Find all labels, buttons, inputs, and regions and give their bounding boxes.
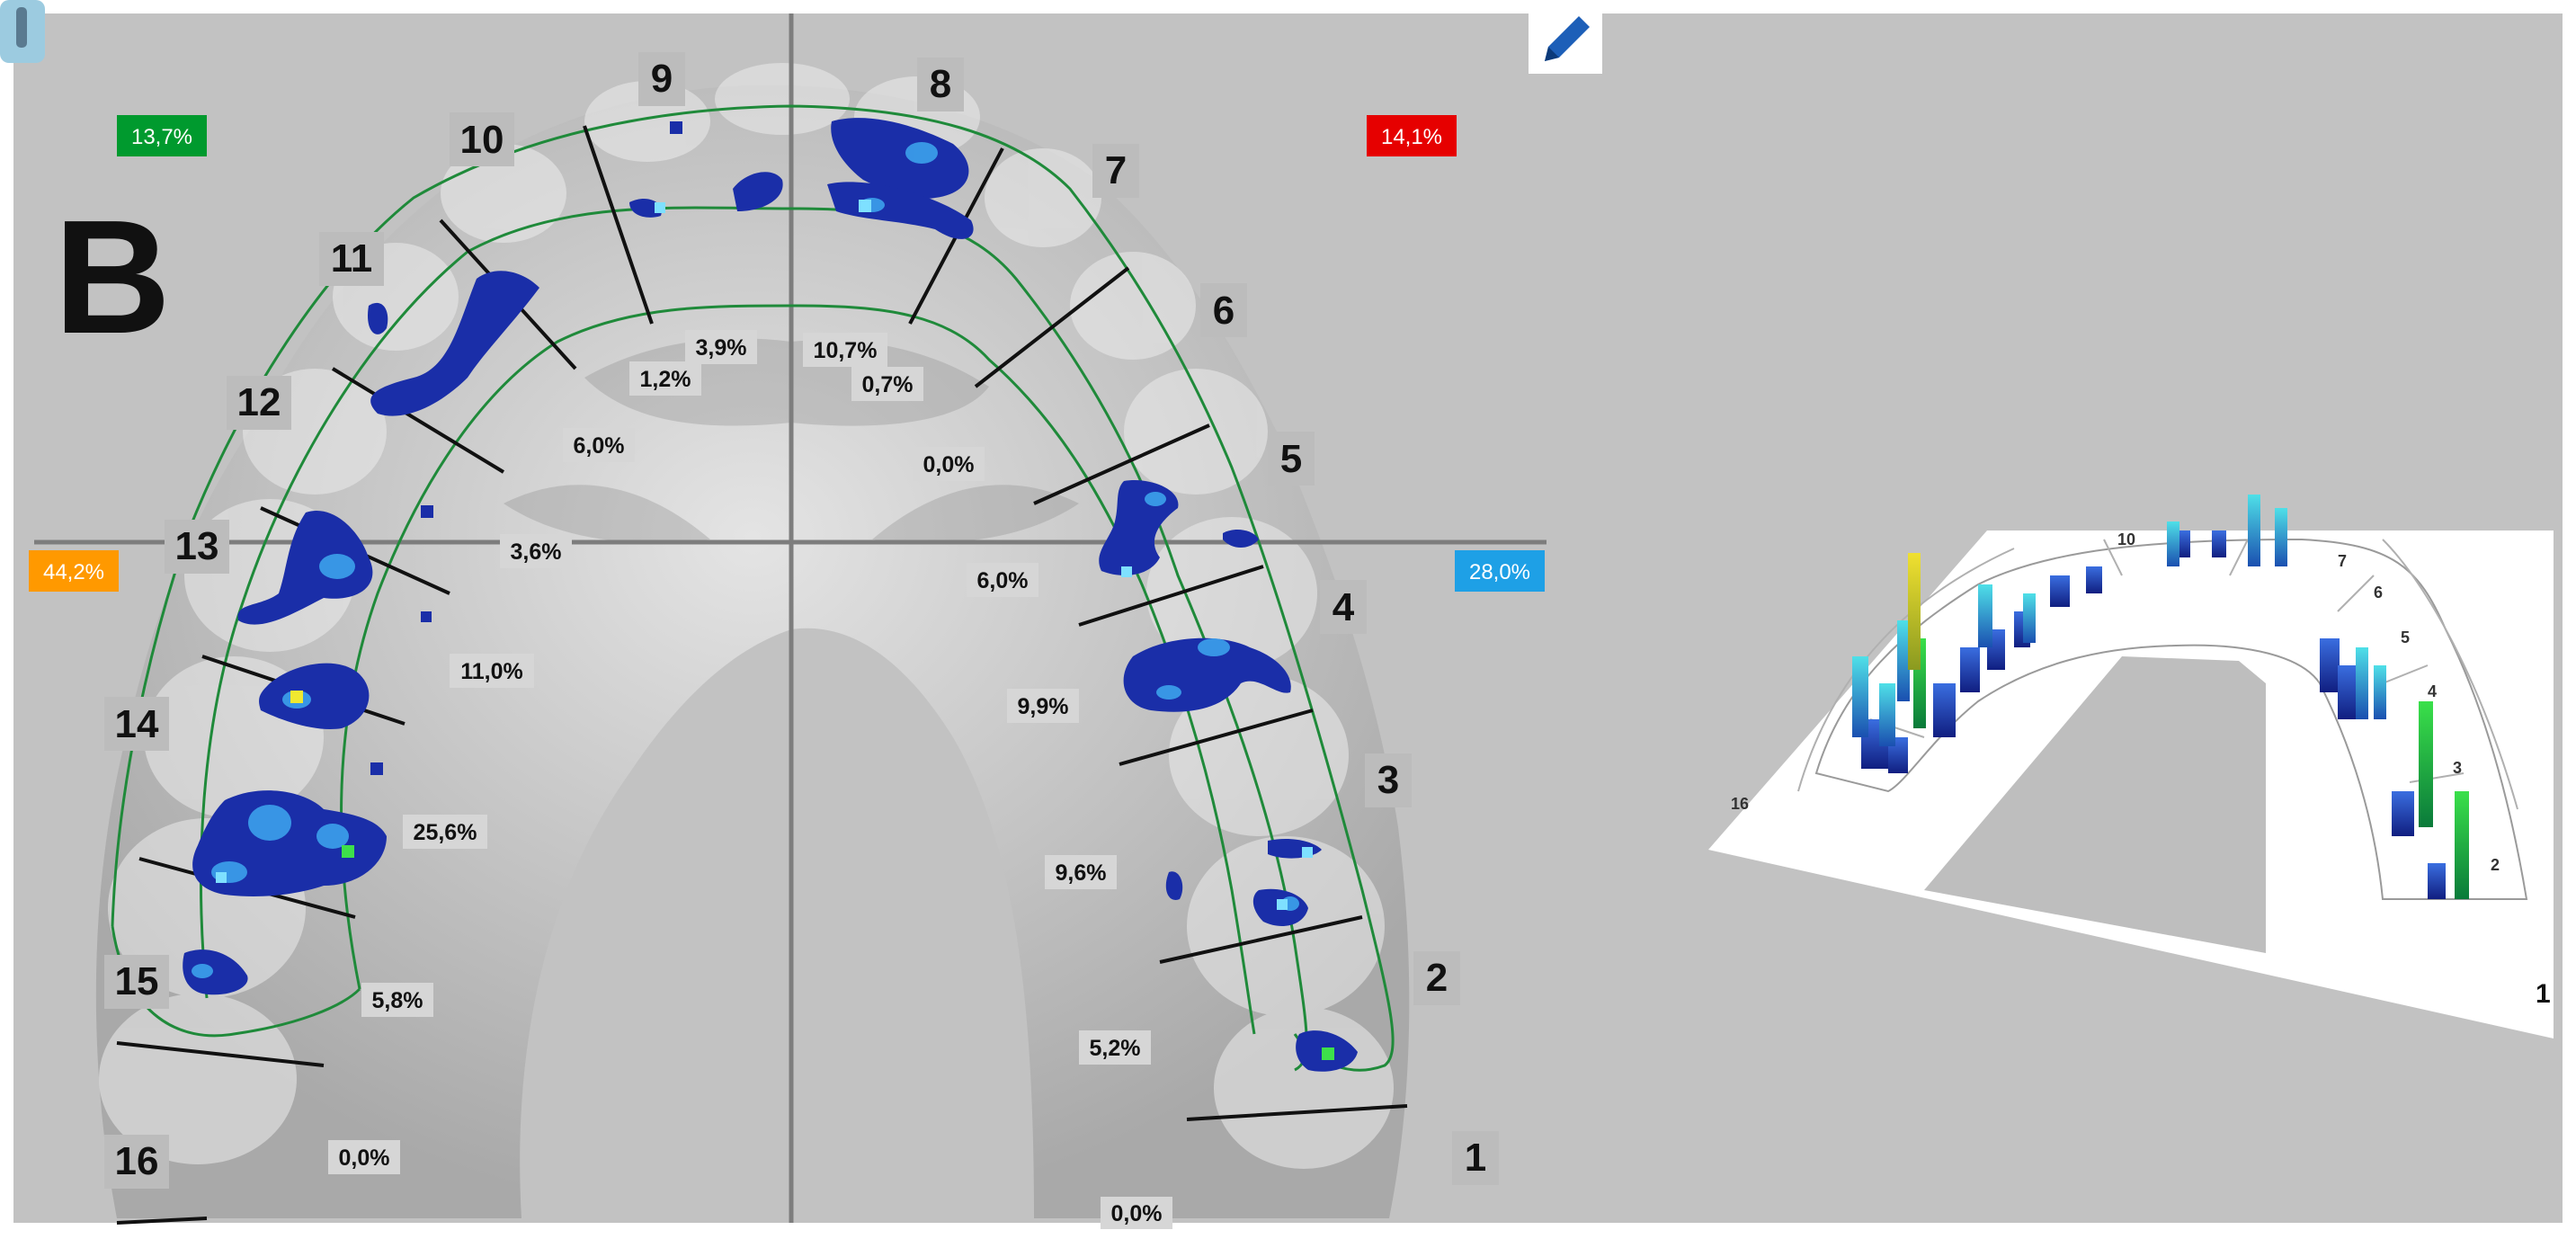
mini-tooth-label: 2 [2491, 856, 2500, 874]
percentage-label: 9,6% [1056, 860, 1107, 886]
percentage-label: 1,2% [640, 367, 691, 392]
percentage-label: 5,8% [372, 988, 423, 1013]
percentage-label: 25,6% [414, 820, 477, 845]
percentage-label: 9,9% [1018, 694, 1069, 719]
panel-letter: B [54, 187, 171, 368]
badge-text: 44,2% [43, 560, 104, 584]
mini-tooth-label: 5 [2401, 628, 2410, 646]
badge-text: 14,1% [1381, 125, 1442, 149]
tooth-number: 10 [460, 118, 504, 162]
tooth-number: 7 [1105, 148, 1127, 192]
mini-tooth-label: 7 [2338, 552, 2347, 570]
mini-tooth-label: 10 [2117, 530, 2135, 548]
badge-left: 44,2% [29, 550, 119, 592]
percentage-label: 5,2% [1090, 1036, 1141, 1061]
tooth-number: 11 [331, 236, 373, 281]
quadrant-badges: 13,7% 14,1% 44,2% 28,0% [29, 115, 1545, 592]
midline-axes [34, 13, 1546, 1223]
tooth-number: 4 [1333, 585, 1355, 629]
tooth-number: 5 [1280, 437, 1302, 481]
contact-percentages: 3,9% 10,7% 1,2% 0,7% 6,0% 0,0% 3,6% 6,0%… [328, 330, 1172, 1229]
mini-tooth-label: 1 [2536, 979, 2551, 1009]
tooth-number: 15 [115, 959, 159, 1003]
percentage-label: 10,7% [814, 338, 878, 363]
percentage-label: 0,0% [1111, 1201, 1163, 1226]
tooth-number: 13 [175, 524, 219, 568]
tooth-number: 8 [930, 62, 951, 106]
percentage-label: 3,9% [696, 335, 747, 361]
tooth-number: 14 [115, 702, 159, 746]
tooth-number: 12 [237, 380, 281, 424]
badge-text: 28,0% [1469, 560, 1530, 584]
percentage-label: 6,0% [977, 568, 1029, 593]
badge-upper-right: 14,1% [1367, 115, 1457, 156]
percentage-label: 11,0% [460, 659, 523, 684]
mini-tooth-label: 4 [2428, 682, 2437, 700]
mini-tooth-label: 16 [1731, 795, 1749, 813]
percentage-label: 0,0% [339, 1145, 390, 1171]
contact-patches [183, 118, 1358, 1072]
tooth-number: 1 [1465, 1136, 1486, 1180]
tooth-number: 2 [1426, 956, 1448, 1000]
tooth-number: 6 [1213, 289, 1235, 333]
badge-upper-left: 13,7% [117, 115, 207, 156]
3d-palate-area [1924, 656, 2266, 953]
highest-contact-bar [1908, 553, 1921, 670]
percentage-label: 0,0% [923, 452, 975, 477]
mini-tooth-label: 6 [2374, 584, 2383, 602]
tooth-number: 9 [651, 57, 673, 101]
pencil-icon[interactable] [1529, 0, 1602, 74]
tool-icon[interactable] [0, 0, 45, 63]
percentage-label: 3,6% [511, 539, 562, 565]
tooth-number-labels: 9 8 10 7 11 6 12 5 13 4 14 3 15 2 16 1 [104, 52, 1499, 1189]
percentage-label: 6,0% [574, 433, 625, 459]
badge-right: 28,0% [1455, 550, 1545, 592]
badge-text: 13,7% [131, 125, 192, 149]
tooth-number: 3 [1377, 758, 1399, 802]
percentage-label: 0,7% [862, 372, 914, 397]
tooth-number: 16 [115, 1139, 159, 1183]
perspective-3d-view: 10 7 6 5 4 3 2 16 1 [1708, 495, 2554, 1038]
mini-tooth-label: 3 [2453, 759, 2462, 777]
